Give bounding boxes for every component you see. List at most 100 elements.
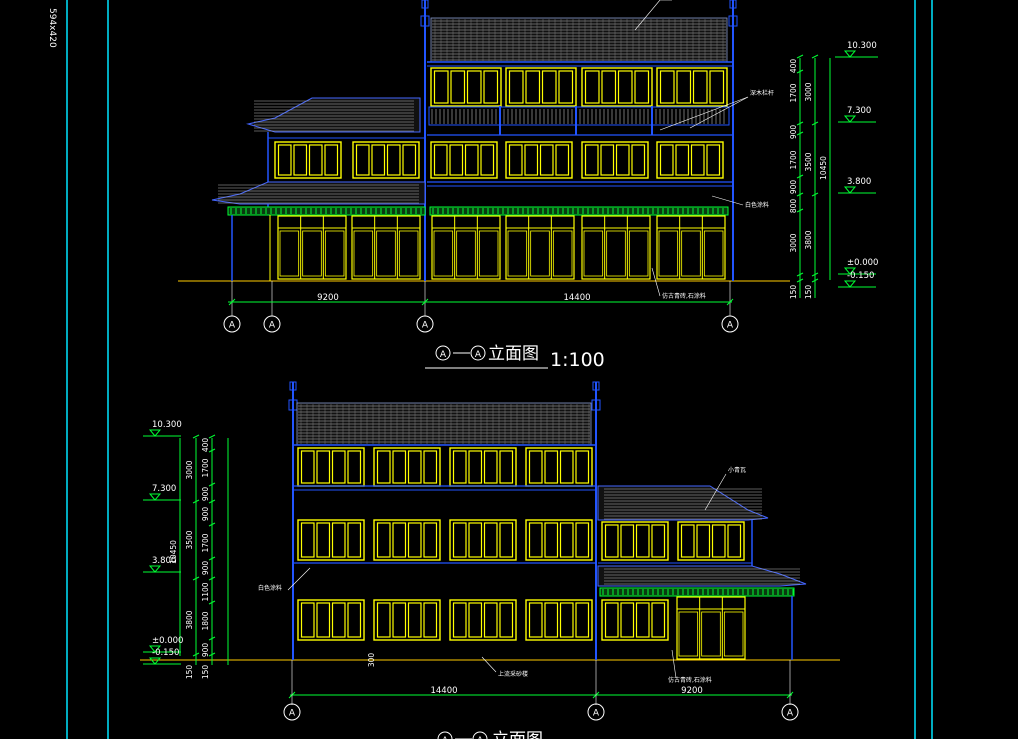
window-2f-wing (677, 521, 745, 561)
dim-tick (208, 448, 216, 453)
title-mark-2: A (475, 350, 482, 360)
title-text: 立面图 (488, 344, 539, 364)
dim-text: 400 (789, 59, 798, 74)
window-1f-wing (601, 599, 669, 641)
axis-bubble: A (263, 315, 281, 333)
window-2f (430, 141, 498, 179)
dim-tick (208, 556, 216, 561)
window-3f (505, 67, 577, 107)
eave-frieze (599, 587, 795, 597)
dim-text: 3500 (804, 152, 813, 171)
dim-tick (208, 636, 216, 641)
dim-text: 3000 (804, 82, 813, 101)
dim-text: 900 (789, 125, 798, 140)
title-mark-2: A (477, 736, 484, 739)
level-label: -0.150 (847, 271, 874, 281)
dim-tick (796, 272, 804, 277)
window-3f (297, 447, 365, 487)
axis-bubble: A (721, 315, 739, 333)
dim-tick (208, 499, 216, 504)
top-elevation-title: A A 立面图 1:100 (425, 344, 605, 371)
dim-text: 14400 (430, 686, 457, 696)
axis-label: A (422, 321, 429, 331)
note-label: 白色涂料 (745, 201, 769, 209)
note-label: 上流采砂楼 (498, 670, 528, 678)
dim-text: 10450 (819, 156, 828, 180)
dim-text: 3000 (185, 460, 194, 479)
dim-tick (192, 499, 200, 504)
shopfront-door (277, 215, 347, 280)
level-mark: 7.300 (838, 106, 876, 123)
axis-label: A (289, 709, 296, 719)
axis-bubble: A (416, 315, 434, 333)
level-label: ±0.000 (847, 258, 878, 268)
dim-text: 9200 (681, 686, 703, 696)
level-mark: 3.800 (143, 556, 181, 573)
window-2f (505, 141, 573, 179)
dim-tick (796, 208, 804, 213)
dim-tick (796, 54, 804, 59)
window-2f (525, 519, 593, 561)
scale-text: 1:100 (550, 349, 605, 371)
dim-tick (811, 121, 819, 126)
main-roof (296, 402, 592, 446)
dim-text: 1700 (789, 150, 798, 169)
window-1f (373, 599, 441, 641)
note-label: 仿古青砖,石涂料 (668, 676, 712, 684)
finial (728, 15, 738, 27)
level-mark: ±0.000 (143, 636, 183, 653)
main-roof (430, 17, 728, 63)
dim-text: 150 (789, 285, 798, 300)
level-mark: 10.300 (838, 41, 877, 58)
finial (420, 15, 430, 27)
shopfront-door (431, 215, 501, 280)
level-label: 10.300 (847, 41, 877, 51)
level-mark: -0.150 (838, 271, 876, 288)
window-2f-wing (601, 521, 669, 561)
dim-tick (796, 131, 804, 136)
shopfront-door (581, 215, 651, 280)
window-3f (430, 67, 502, 107)
title-mark-1: A (440, 350, 447, 360)
dim-text: 900 (201, 487, 210, 502)
dim-tick (796, 69, 804, 74)
window-3f (373, 447, 441, 487)
shopfront-door (656, 215, 726, 280)
door-wing (676, 596, 746, 660)
dim-tick (192, 576, 200, 581)
axis-bubble: A (283, 703, 301, 721)
level-mark: -0.150 (143, 648, 181, 665)
wing-upper-roof (597, 485, 769, 521)
dim-text: 10450 (169, 540, 178, 564)
window-2f-wing (274, 141, 342, 179)
axis-label: A (787, 709, 794, 719)
eave-frieze-left (227, 206, 426, 216)
dim-tick (796, 121, 804, 126)
axis-label: A (229, 321, 236, 331)
sheet-size-label: 594x420 (47, 8, 57, 48)
window-2f (449, 519, 517, 561)
level-mark: ±0.000 (838, 258, 878, 275)
window-1f (297, 599, 365, 641)
dim-text: 150 (201, 665, 210, 680)
dim-tick (726, 298, 734, 306)
window-2f (656, 141, 724, 179)
level-label: 7.300 (152, 484, 176, 494)
window-1f (525, 599, 593, 641)
finial (591, 399, 601, 411)
axis-label: A (593, 709, 600, 719)
dim-tick (208, 576, 216, 581)
finial (289, 381, 297, 391)
dim-text: 800 (789, 199, 798, 214)
dim-text: 900 (789, 180, 798, 195)
dim-tick (796, 192, 804, 197)
axis-bubble: A (781, 703, 799, 721)
dim-tick (208, 652, 216, 657)
sheet-frame (66, 0, 933, 739)
dim-tick (811, 192, 819, 197)
level-label: ±0.000 (152, 636, 183, 646)
